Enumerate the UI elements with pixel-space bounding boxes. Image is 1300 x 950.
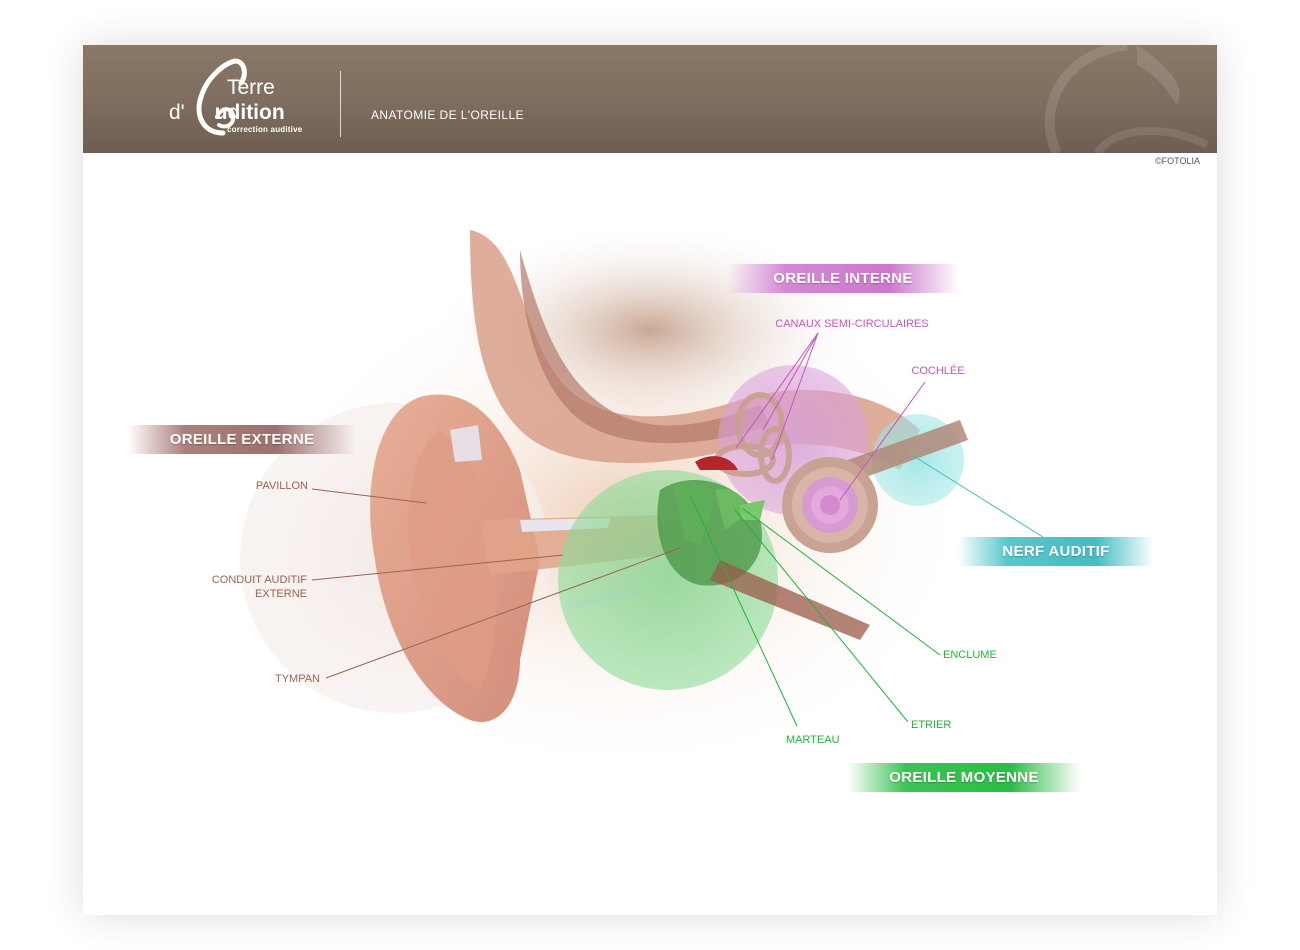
section-label-oreille-interne[interactable]: OREILLE INTERNE — [727, 264, 959, 293]
logo-prefix: d' — [169, 101, 185, 124]
ossicles — [672, 480, 765, 545]
page-title: ANATOMIE DE L'OREILLE — [371, 108, 524, 122]
vestibule-vessel — [695, 456, 738, 470]
logo-line2: d' udition — [169, 101, 285, 125]
part-label-etrier: ETRIER — [911, 719, 952, 731]
photo-credit: ©FOTOLIA — [1155, 156, 1200, 166]
section-label-nerf-auditif[interactable]: NERF AUDITIF — [958, 537, 1154, 566]
part-label-marteau: MARTEAU — [786, 734, 840, 746]
header-bar: Terre d' udition correction auditive ANAT… — [83, 45, 1217, 153]
section-label-oreille-externe[interactable]: OREILLE EXTERNE — [128, 425, 356, 454]
logo-word: udition — [214, 101, 285, 124]
part-label-pavillon: PAVILLON — [255, 480, 308, 492]
conduit-line2: EXTERNE — [255, 588, 307, 600]
part-label-cochlee: COCHLÉE — [911, 365, 965, 377]
part-label-enclume: ENCLUME — [943, 649, 997, 661]
logo-ear-icon — [196, 58, 247, 136]
pinna-inner — [408, 430, 497, 690]
logo-tagline: correction auditive — [227, 125, 303, 134]
header-divider — [340, 71, 341, 137]
terre-audition-logo[interactable]: Terre d' udition correction auditive — [165, 55, 315, 147]
eustachian-tube — [710, 560, 870, 640]
skull-bone-dark — [520, 250, 770, 444]
leader-lines — [311, 332, 1044, 727]
part-label-canaux-semi-circulaires: CANAUX SEMI-CIRCULAIRES — [775, 318, 929, 330]
logo-line1: Terre — [227, 76, 275, 99]
cartilage-bit — [450, 425, 482, 462]
conduit-line1: CONDUIT AUDITIF — [211, 574, 307, 586]
part-label-tympan: TYMPAN — [274, 673, 320, 685]
cochlea — [782, 457, 878, 553]
section-label-oreille-moyenne[interactable]: OREILLE MOYENNE — [848, 763, 1080, 792]
semicircular-canals — [714, 392, 792, 484]
decorative-swirl-icon — [1044, 45, 1209, 153]
part-label-conduit-auditif: CONDUIT AUDITIF EXTERNE — [180, 573, 307, 601]
